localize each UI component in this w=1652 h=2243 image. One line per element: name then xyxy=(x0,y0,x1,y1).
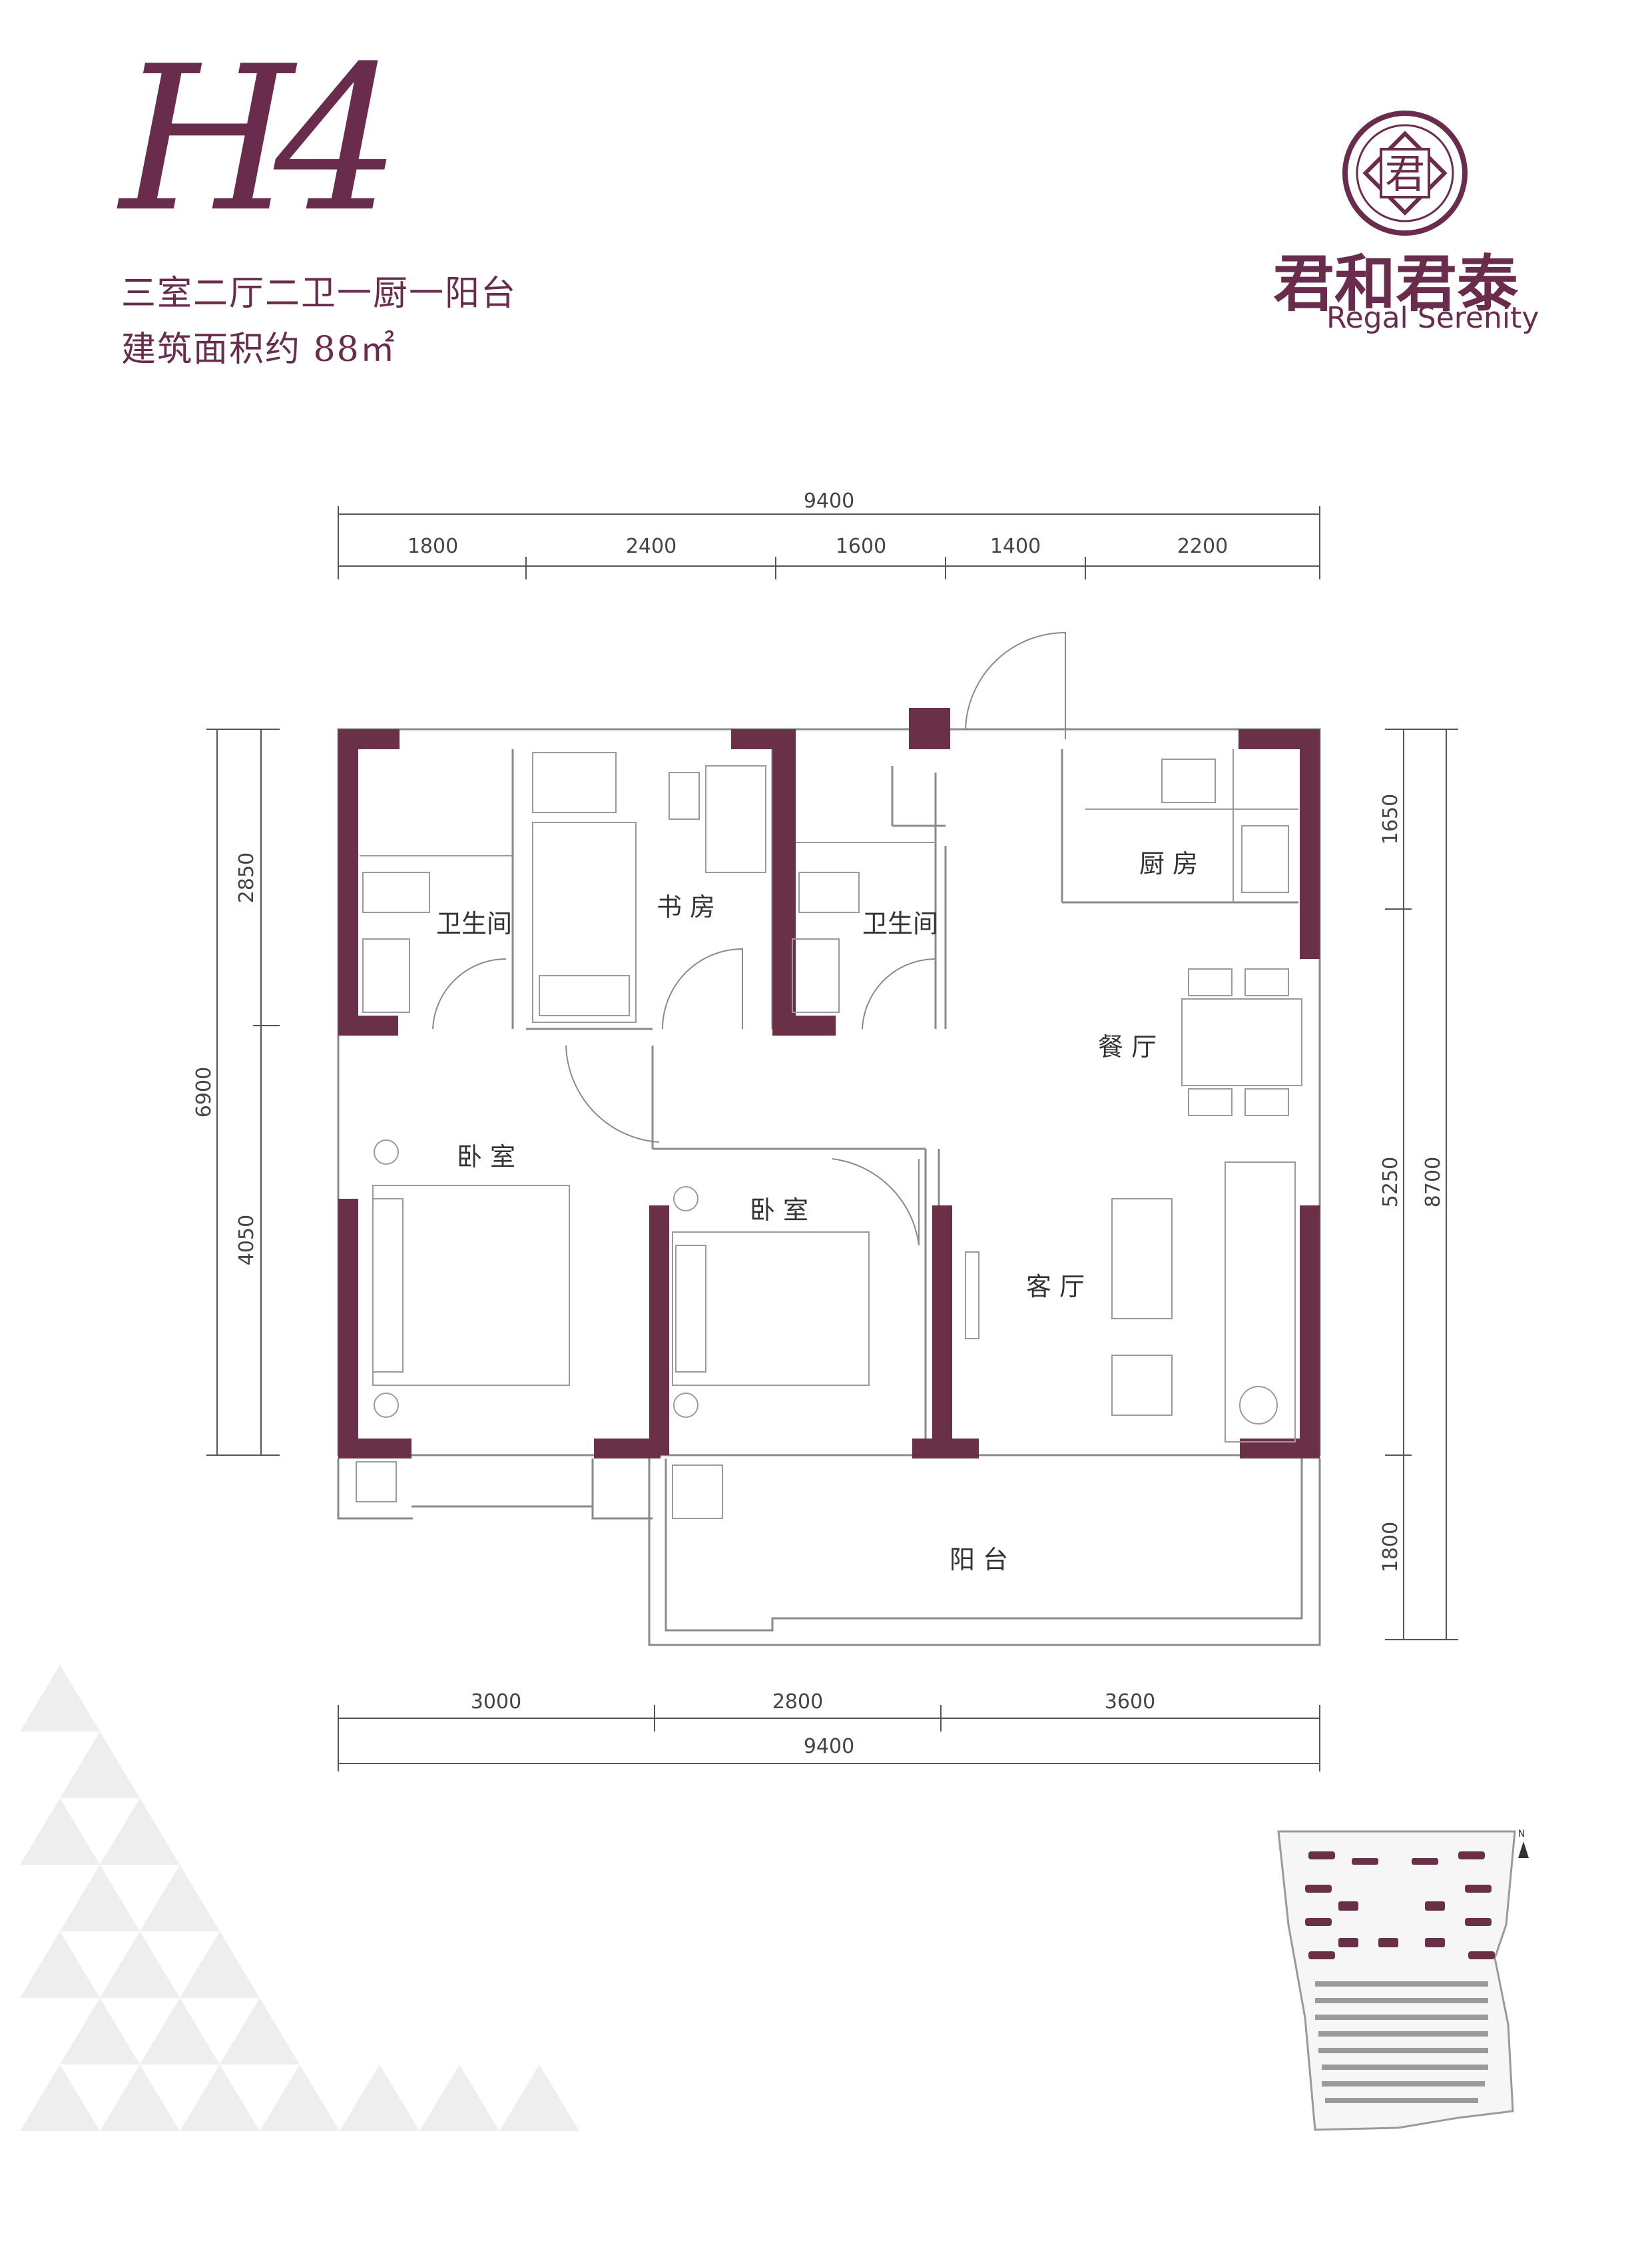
seal-emblem-icon: 君 xyxy=(1342,111,1468,236)
room-label-dining: 餐 厅 xyxy=(1098,1032,1157,1062)
dimension-bottom xyxy=(338,1705,1320,1771)
dim-top-seg-2: 2400 xyxy=(626,535,677,558)
dimension-right xyxy=(1385,729,1458,1640)
north-arrow-icon xyxy=(1518,1841,1529,1858)
dim-top-seg-5: 2200 xyxy=(1177,535,1228,558)
dim-right-seg-3: 1800 xyxy=(1379,1522,1402,1572)
area-description: 建筑面积约 88㎡ xyxy=(121,330,396,370)
decorative-pattern xyxy=(20,1665,579,2131)
room-label-bath-right: 卫生间 xyxy=(862,909,938,938)
balcony-outline xyxy=(337,1458,1321,1646)
sink-icon xyxy=(362,938,410,1013)
dim-bottom-seg-2: 2800 xyxy=(772,1690,823,1714)
room-label-kitchen: 厨 房 xyxy=(1139,849,1198,878)
dim-left-seg-1: 2850 xyxy=(235,852,258,903)
room-label-bath-left: 卫生间 xyxy=(436,909,512,938)
site-plan-map-icon: N xyxy=(1277,1829,1529,2131)
coffee-table-icon xyxy=(1111,1198,1173,1319)
dim-bottom-seg-3: 3600 xyxy=(1105,1690,1155,1714)
sofa-icon xyxy=(1225,1161,1296,1442)
room-label-study: 书 房 xyxy=(657,892,715,922)
chair-icon xyxy=(669,772,700,820)
furniture xyxy=(356,749,1302,1519)
seal-character: 君 xyxy=(1385,151,1425,198)
room-label-balcony: 阳 台 xyxy=(950,1545,1008,1574)
doors xyxy=(432,631,1066,1246)
dim-top-total: 9400 xyxy=(804,489,854,513)
layout-description: 三室二厅二卫一厨一阳台 xyxy=(121,274,517,314)
thin-walls xyxy=(337,728,1321,1456)
dim-left-seg-2: 4050 xyxy=(235,1215,258,1265)
dim-left-total: 6900 xyxy=(192,1067,216,1118)
dim-top-seg-3: 1600 xyxy=(836,535,886,558)
dining-table-icon xyxy=(1181,998,1302,1086)
dim-right-seg-2: 5250 xyxy=(1379,1157,1402,1207)
room-label-living: 客 厅 xyxy=(1026,1272,1085,1301)
desk-icon xyxy=(705,765,766,873)
thick-walls xyxy=(338,708,1320,1458)
dim-right-total: 8700 xyxy=(1422,1157,1445,1207)
room-label-bedroom-mid: 卧 室 xyxy=(750,1195,808,1225)
dim-bottom-total: 9400 xyxy=(804,1735,854,1758)
dim-bottom-seg-1: 3000 xyxy=(471,1690,521,1714)
brand-name-cn: 君和君泰 xyxy=(1273,248,1519,320)
dim-right-seg-1: 1650 xyxy=(1379,794,1402,844)
dimension-left xyxy=(206,729,280,1456)
wardrobe-icon xyxy=(532,752,617,813)
dimension-top xyxy=(338,506,1320,579)
bed-icon-2 xyxy=(672,1231,870,1386)
plan-title: H4 xyxy=(120,23,401,256)
study-bed-icon xyxy=(532,822,637,1023)
dim-top-seg-1: 1800 xyxy=(408,535,458,558)
north-label: N xyxy=(1518,1829,1525,1839)
brand-logo: 君 xyxy=(1342,111,1468,236)
toilet-icon xyxy=(362,872,430,913)
dim-top-seg-4: 1400 xyxy=(990,535,1041,558)
kitchen-sink-icon xyxy=(1161,759,1216,803)
tv-cabinet-icon xyxy=(965,1251,979,1339)
room-label-bedroom-left: 卧 室 xyxy=(457,1142,515,1171)
brand-name-en: Regal Serenity xyxy=(1326,301,1539,335)
stove-icon xyxy=(1241,825,1289,893)
